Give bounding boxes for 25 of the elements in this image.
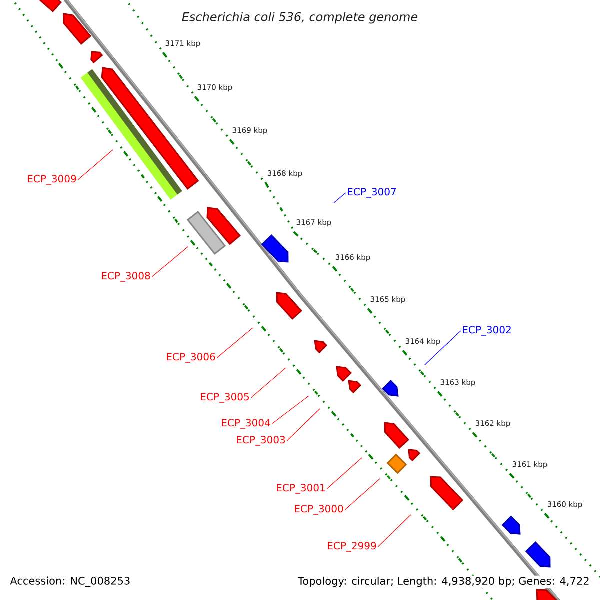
gene-label: ECP_3005	[201, 393, 249, 403]
gene-label: ECP_3004	[222, 419, 270, 429]
leader-line	[286, 408, 320, 442]
leader-line	[216, 328, 254, 358]
title: Escherichia coli 536, complete genome	[182, 12, 418, 24]
leader-line	[334, 192, 346, 204]
leader-line	[272, 396, 310, 424]
leader-line	[344, 478, 380, 510]
leader-line	[78, 150, 114, 180]
gene-label: ECP_2999	[328, 542, 376, 552]
leader-line	[424, 330, 462, 366]
gene-label: ECP_3002	[463, 326, 511, 336]
gene-label: ECP_3007	[348, 188, 396, 198]
gene-label: ECP_3008	[102, 272, 150, 282]
leader-line	[378, 514, 412, 548]
gene-label: ECP_3009	[28, 175, 76, 185]
leader-line	[250, 368, 286, 398]
genome-summary-text: Topology: circular; Length: 4,938,920 bp; Genes: 4,722	[297, 576, 591, 588]
accession-text: Accession: NC_008253	[10, 576, 130, 588]
gene-label: ECP_3006	[167, 353, 216, 363]
leader-line	[326, 458, 362, 490]
leader-line	[152, 246, 188, 278]
gene-label: ECP_3000	[295, 505, 344, 515]
gene-label: ECP_3001	[277, 484, 325, 494]
gene-label: ECP_3003	[237, 436, 286, 446]
